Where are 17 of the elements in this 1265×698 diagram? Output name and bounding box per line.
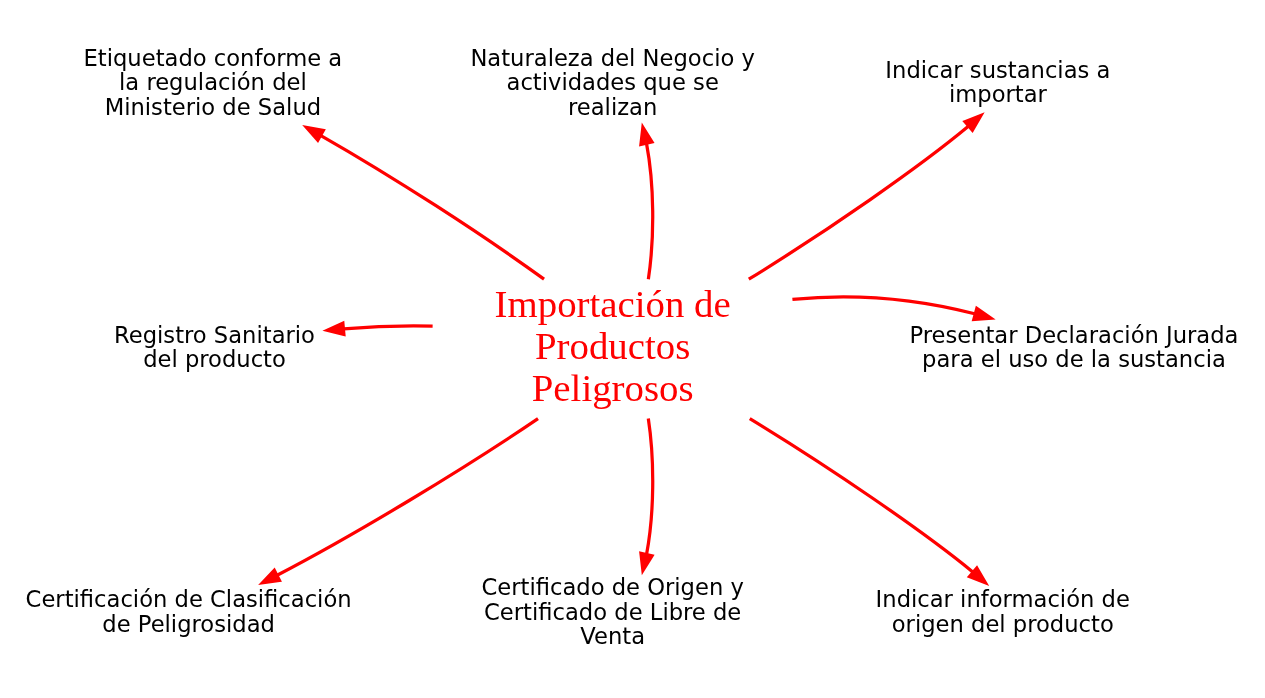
node-text: Etiquetado conforme a la regulación del Ministerio de Salud	[83, 45, 343, 120]
node-text: Certificado de Origen y Certificado de Libre de Venta	[481, 574, 744, 649]
arrow	[258, 417, 539, 585]
node-text: Certificación de Clasificación de Peligrosidad	[25, 586, 352, 637]
node-text: Presentar Declaración Jurada para el uso de la sustancia	[909, 321, 1239, 373]
node-text: Registro Sanitario del producto	[114, 321, 315, 373]
arrow	[747, 112, 985, 281]
arrow	[748, 417, 990, 586]
node-text: Indicar sustancias a importar	[885, 57, 1111, 108]
arrow	[322, 320, 433, 337]
arrow	[302, 125, 545, 281]
node-text: Naturaleza del Negocio y actividades que se realizan	[470, 45, 755, 120]
node-text: Importación de Productos Peligrosos	[494, 281, 731, 410]
arrow	[639, 122, 655, 280]
arrow	[639, 418, 655, 576]
arrow	[792, 295, 996, 322]
node-text: Indicar información de origen del producto	[875, 586, 1130, 637]
